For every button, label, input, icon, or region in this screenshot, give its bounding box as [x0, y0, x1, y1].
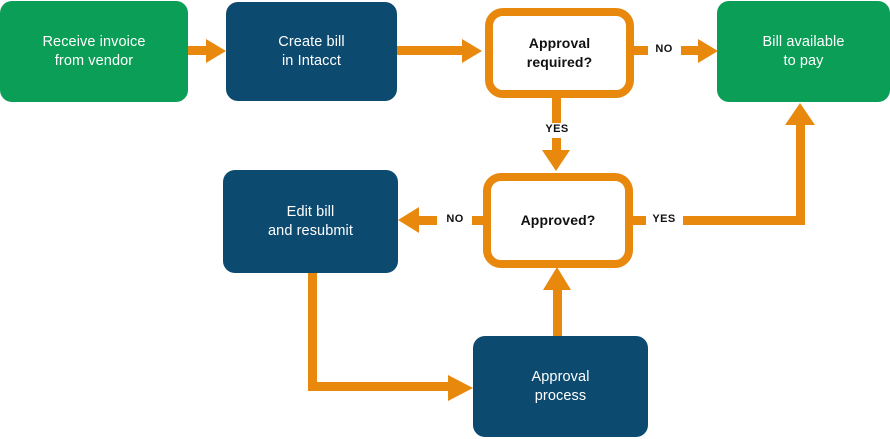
arrowhead-up-icon [785, 103, 815, 125]
arrowhead-up-icon [543, 267, 571, 290]
arrowhead-right-icon [206, 39, 226, 63]
node-approved: Approved? [483, 173, 633, 268]
arrowhead-left-icon [398, 207, 419, 233]
arrow-shaft [419, 216, 437, 225]
arrow-shaft [552, 138, 561, 152]
edge-label-no-top: NO [655, 43, 673, 55]
node-approval-process: Approval process [473, 336, 648, 437]
arrow-shaft [188, 46, 207, 55]
arrowhead-right-icon [698, 39, 718, 63]
arrow-shaft [796, 124, 805, 225]
arrow-shaft [308, 382, 449, 391]
arrow-stub [633, 216, 646, 225]
arrow-stub [634, 46, 648, 55]
arrow-stub [472, 216, 483, 225]
edge-label-yes-top: YES [545, 123, 569, 135]
edge-label-yes-mid: YES [652, 213, 676, 225]
arrow-shaft [553, 289, 562, 336]
edge-label-no-mid: NO [446, 213, 464, 225]
node-receive-invoice: Receive invoice from vendor [0, 1, 188, 102]
node-bill-available: Bill available to pay [717, 1, 890, 102]
arrowhead-down-icon [542, 150, 570, 171]
arrow-shaft [552, 97, 561, 123]
arrow-shaft [308, 273, 317, 391]
arrow-shaft [681, 46, 699, 55]
arrow-shaft [397, 46, 463, 55]
arrow-shaft [683, 216, 805, 225]
arrowhead-right-icon [462, 39, 482, 63]
node-edit-bill: Edit bill and resubmit [223, 170, 398, 273]
node-create-bill: Create bill in Intacct [226, 2, 397, 101]
arrowhead-right-icon [448, 375, 473, 401]
node-approval-required: Approval required? [485, 8, 634, 98]
